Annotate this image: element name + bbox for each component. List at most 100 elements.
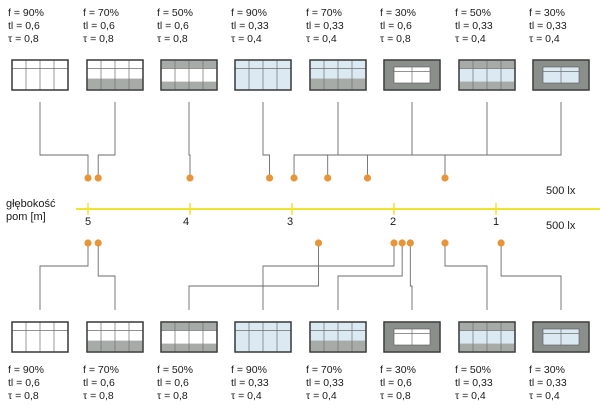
marker-dot — [441, 174, 449, 182]
param-f: f = 70% — [83, 364, 119, 376]
param-f: f = 50% — [455, 364, 491, 376]
param-tau: τ = 0,8 — [8, 390, 39, 402]
param-tl: tl = 0,33 — [455, 20, 493, 32]
param-f: f = 90% — [8, 364, 44, 376]
param-tau: τ = 0,4 — [306, 390, 337, 402]
axis-tick-label: 1 — [493, 216, 500, 228]
room-diagram-top-7 — [458, 59, 516, 91]
param-f: f = 30% — [380, 364, 416, 376]
param-tau: τ = 0,4 — [231, 33, 262, 45]
room-diagram-top-4 — [234, 59, 292, 91]
marker-dot — [84, 174, 92, 182]
param-tl: tl = 0,33 — [306, 20, 344, 32]
param-tau: τ = 0,8 — [380, 390, 411, 402]
param-tau: τ = 0,8 — [380, 33, 411, 45]
param-f: f = 70% — [306, 364, 342, 376]
param-f: f = 90% — [231, 364, 267, 376]
lux-label-bottom: 500 lx — [546, 220, 576, 232]
room-diagram-top-6 — [383, 59, 441, 91]
leader-line — [39, 244, 89, 310]
axis-tick-label: 4 — [183, 216, 190, 228]
leader-line — [39, 102, 89, 177]
axis-tick-label: 5 — [85, 216, 92, 228]
marker-dot — [290, 174, 298, 182]
room-diagram-bottom-6 — [383, 321, 441, 353]
param-tl: tl = 0,33 — [231, 20, 269, 32]
room-diagram-bottom-3 — [160, 321, 218, 353]
param-tau: τ = 0,4 — [455, 390, 486, 402]
param-tau: τ = 0,4 — [306, 33, 337, 45]
room-diagram-bottom-8 — [532, 321, 590, 353]
param-f: f = 70% — [306, 7, 342, 19]
room-diagram-top-3 — [160, 59, 218, 91]
param-tl: tl = 0,6 — [380, 20, 412, 32]
param-tau: τ = 0,8 — [83, 33, 114, 45]
room-diagram-top-2 — [86, 59, 144, 91]
param-tl: tl = 0,6 — [8, 20, 40, 32]
leader-line — [293, 102, 339, 177]
param-f: f = 50% — [157, 364, 193, 376]
room-diagram-bottom-1 — [11, 321, 69, 353]
marker-dot — [314, 239, 323, 247]
param-tl: tl = 0,6 — [380, 377, 412, 389]
marker-dot — [94, 174, 102, 182]
room-diagram-top-8 — [532, 59, 590, 91]
room-diagram-top-1 — [11, 59, 69, 91]
leader-line — [262, 102, 271, 177]
param-tau: τ = 0,4 — [529, 33, 560, 45]
leader-line — [444, 244, 488, 310]
param-f: f = 70% — [83, 7, 119, 19]
param-f: f = 90% — [8, 7, 44, 19]
param-f: f = 50% — [455, 7, 491, 19]
leader-line — [188, 102, 191, 177]
param-tau: τ = 0,8 — [83, 390, 114, 402]
marker-dot — [406, 239, 414, 247]
param-tl: tl = 0,6 — [157, 20, 189, 32]
param-tl: tl = 0,33 — [455, 377, 493, 389]
room-diagram-bottom-4 — [234, 321, 292, 353]
param-tl: tl = 0,6 — [157, 377, 189, 389]
room-diagram-top-5 — [309, 59, 367, 91]
leader-line — [188, 244, 319, 310]
param-tl: tl = 0,33 — [306, 377, 344, 389]
axis-tick-label: 3 — [287, 216, 294, 228]
leader-line — [97, 102, 116, 177]
marker-dot — [390, 239, 398, 247]
marker-dot — [324, 174, 332, 182]
leader-line — [327, 102, 413, 177]
param-f: f = 30% — [529, 7, 565, 19]
room-diagram-bottom-7 — [458, 321, 516, 353]
marker-dot — [94, 239, 102, 247]
param-tl: tl = 0,33 — [529, 377, 567, 389]
param-tau: τ = 0,8 — [157, 390, 188, 402]
param-f: f = 90% — [231, 7, 267, 19]
marker-dot — [84, 239, 92, 247]
marker-dot — [265, 174, 274, 182]
marker-dot — [441, 239, 449, 247]
room-diagram-bottom-2 — [86, 321, 144, 353]
axis-title: głębokość pom [m] — [6, 198, 56, 224]
param-tl: tl = 0,6 — [8, 377, 40, 389]
param-f: f = 30% — [529, 364, 565, 376]
leader-line — [97, 244, 116, 310]
axis-title-line-1: głębokość — [6, 198, 56, 210]
leader-line — [409, 244, 413, 310]
axis-title-line-2: pom [m] — [6, 211, 46, 223]
param-tl: tl = 0,33 — [231, 377, 269, 389]
leader-line — [444, 102, 562, 177]
